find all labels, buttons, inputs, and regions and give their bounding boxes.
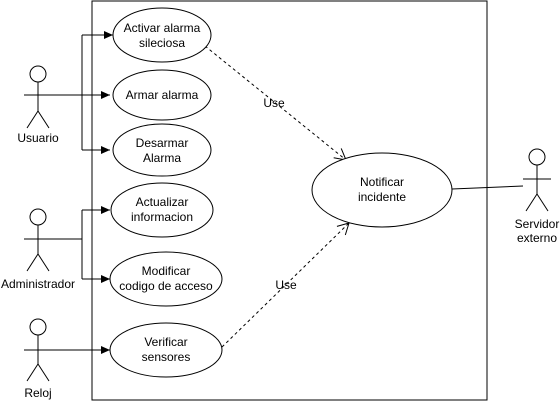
usecase-activar-label-2: sileciosa (139, 36, 185, 50)
usecase-notificar-incidente[interactable]: Notificar incidente (311, 152, 453, 228)
usecase-verificar-sensores[interactable]: Verificar sensores (109, 322, 223, 378)
usecase-desarmar-label-2: Alarma (143, 151, 181, 165)
usuario-associations (38, 31, 113, 154)
usecase-desarmar-label-1: Desarmar (136, 136, 189, 150)
actor-usuario-label: Usuario (17, 131, 59, 145)
actor-servidor-externo: Servidor externo (515, 148, 560, 245)
usecase-notificar-label-2: incidente (358, 190, 406, 204)
usecase-verificar-label-2: sensores (142, 350, 191, 364)
actor-reloj-label: Reloj (24, 386, 51, 400)
usecase-armar-alarma[interactable]: Armar alarma (112, 69, 212, 121)
usecase-desarmar-alarma[interactable]: Desarmar Alarma (112, 123, 212, 177)
servidor-association (451, 185, 524, 190)
usecase-activar-alarma[interactable]: Activar alarma sileciosa (112, 7, 212, 63)
usecase-armar-label: Armar alarma (126, 88, 199, 102)
usecase-modificar-codigo[interactable]: Modificar codigo de acceso (109, 251, 223, 307)
actor-usuario: Usuario (17, 65, 59, 145)
usecase-notificar-label-1: Notificar (360, 175, 404, 189)
use-label-top: Use (263, 96, 285, 110)
actor-reloj: Reloj (24, 318, 52, 400)
usecase-verificar-label-1: Verificar (144, 335, 187, 349)
use-dependency-top (204, 45, 347, 161)
actor-servidor-label-1: Servidor (515, 217, 560, 231)
actor-administrador-label: Administrador (1, 277, 75, 291)
usecase-actualizar-label-2: informacion (131, 210, 193, 224)
usecase-activar-label-1: Activar alarma (124, 21, 201, 35)
actor-servidor-label-2: externo (517, 231, 557, 245)
administrador-associations (52, 206, 110, 283)
usecase-modificar-label-2: codigo de acceso (119, 279, 213, 293)
usecase-actualizar-label-1: Actualizar (136, 195, 189, 209)
actor-administrador: Administrador (1, 208, 75, 291)
usecase-modificar-label-1: Modificar (142, 264, 191, 278)
use-label-bottom: Use (275, 278, 297, 292)
system-boundary (91, 0, 488, 401)
usecase-actualizar-informacion[interactable]: Actualizar informacion (110, 182, 214, 238)
